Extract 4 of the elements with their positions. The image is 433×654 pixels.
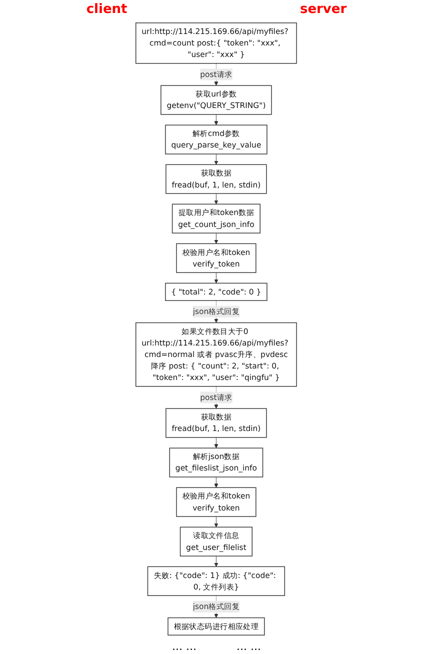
column-heading: client [86,2,128,17]
ellipsis-note: ... ... [172,640,196,653]
ellipsis-note: ... ... [236,640,261,653]
column-heading: server [300,2,347,17]
